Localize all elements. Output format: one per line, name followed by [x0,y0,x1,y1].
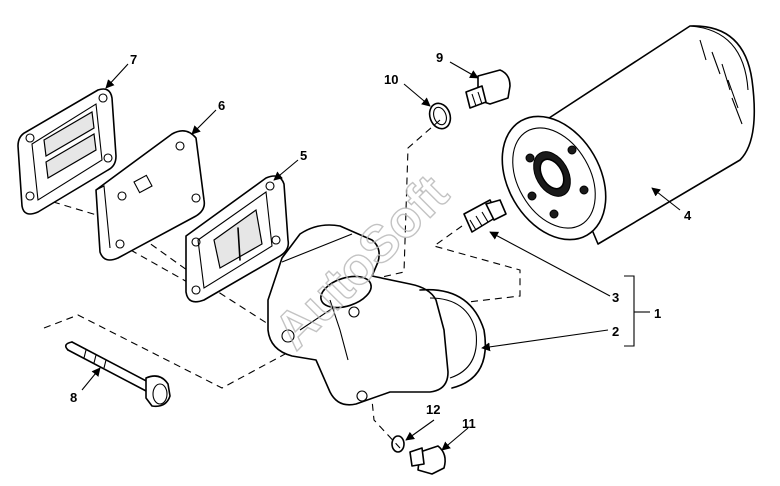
callout-8: 8 [70,390,77,405]
plug-part-9 [465,69,511,109]
seal-ring-part-12 [391,435,405,453]
leader-lines [81,61,681,451]
callout-12: 12 [426,402,440,417]
callout-10: 10 [384,72,398,87]
callout-11: 11 [462,416,476,431]
callout-4: 4 [684,208,692,223]
callout-labels: 7 6 5 9 10 4 3 2 1 8 12 11 [70,50,692,431]
callout-1: 1 [654,306,661,321]
gasket-part-7 [17,88,117,215]
callout-2: 2 [612,324,619,339]
capscrew-part-8 [64,341,171,408]
callout-7: 7 [130,52,137,67]
callout-9: 9 [436,50,443,65]
callout-6: 6 [218,98,225,113]
callout-3: 3 [612,290,619,305]
o-ring-part-10 [428,102,452,130]
callout-5: 5 [300,148,307,163]
filter-canister-part-4 [501,25,756,245]
connector-nipple [463,199,507,233]
plate-part-6 [95,130,206,261]
drain-plug-part-11 [409,445,446,475]
filter-adapter-housing [267,224,487,406]
